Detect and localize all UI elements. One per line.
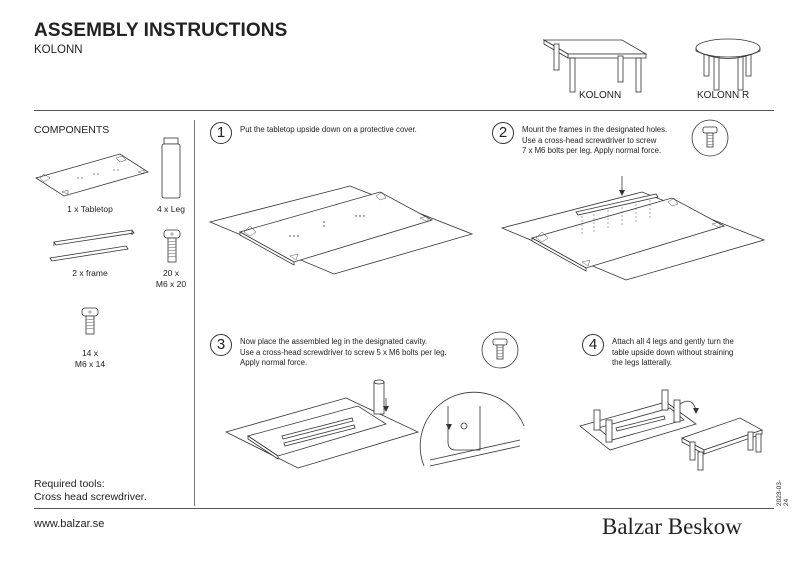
step-2-number: 2 <box>492 122 514 144</box>
detail-magnifier <box>419 391 525 467</box>
frame-icon <box>49 229 135 262</box>
step-4-illustration <box>579 389 763 471</box>
required-tools: Required tools: Cross head screwdriver. <box>34 478 147 504</box>
step-3-illustration <box>224 379 420 469</box>
required-tools-item: Cross head screwdriver. <box>34 491 147 503</box>
step-2-illustration <box>500 176 766 281</box>
bolt-icon-step-3 <box>481 331 519 369</box>
step-3-number: 3 <box>210 334 232 356</box>
step-1-text: Put the tabletop upside down on a protec… <box>240 125 417 134</box>
brand-logo: Balzar Beskow <box>602 514 742 539</box>
step-4-number: 4 <box>582 334 604 356</box>
page-subtitle: KOLONN <box>34 44 83 56</box>
component-label-bolt-m6x14: 14 x M6 x 14 <box>74 348 106 369</box>
website-link[interactable]: www.balzar.se <box>34 518 105 530</box>
bolt-m6x14-icon <box>81 307 99 335</box>
leg-icon <box>161 137 181 199</box>
document-date: 2023-03-24 <box>776 479 790 506</box>
components-title: COMPONENTS <box>34 124 110 136</box>
page-title: ASSEMBLY INSTRUCTIONS <box>34 20 288 41</box>
step-3-text: Now place the assembled leg in the desig… <box>240 337 447 367</box>
bolt-m6x20-icon <box>163 229 181 263</box>
components-divider <box>194 120 195 506</box>
step-2-text: Mount the frames in the designated holes… <box>522 125 668 155</box>
tabletop-icon <box>35 153 149 197</box>
step-1-illustration <box>208 185 474 275</box>
round-table-icon <box>695 38 761 91</box>
header-divider <box>34 110 774 111</box>
bolt-icon-step-2 <box>691 119 729 157</box>
required-tools-heading: Required tools: <box>34 478 105 490</box>
footer-divider <box>34 508 774 509</box>
product-label-kolonn: KOLONN <box>579 90 622 101</box>
component-label-tabletop: 1 x Tabletop <box>67 204 113 214</box>
product-label-kolonn-r: KOLONN R <box>697 90 750 101</box>
rectangular-table-icon <box>542 39 648 93</box>
step-4-text: Attach all 4 legs and gently turn the ta… <box>612 337 734 367</box>
component-label-leg: 4 x Leg <box>157 204 185 214</box>
step-1-number: 1 <box>210 122 232 144</box>
component-label-frame: 2 x frame <box>72 268 108 278</box>
component-label-bolt-m6x20: 20 x M6 x 20 <box>155 268 187 289</box>
